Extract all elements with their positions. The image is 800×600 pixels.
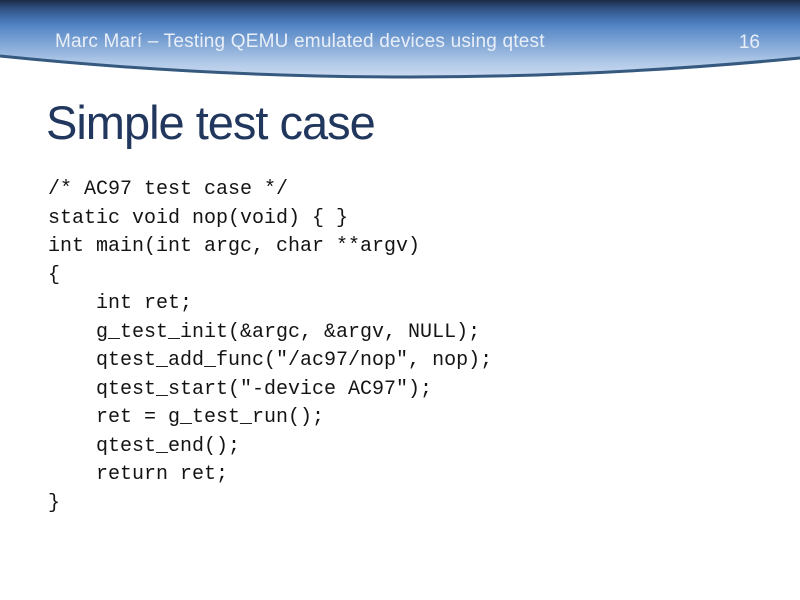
- slide-number: 16: [738, 32, 760, 53]
- slide-header: Marc Marí – Testing QEMU emulated device…: [0, 0, 800, 100]
- code-line: int main(int argc, char **argv): [48, 235, 421, 258]
- code-line: g_test_init(&argc, &argv, NULL);: [48, 320, 481, 344]
- code-line: qtest_end();: [48, 434, 241, 458]
- code-line: /* AC97 test case */: [48, 178, 289, 201]
- code-block: /* AC97 test case */ static void nop(void…: [48, 176, 492, 518]
- code-line: qtest_add_func("/ac97/nop", nop);: [48, 349, 493, 372]
- header-footer-text: Marc Marí – Testing QEMU emulated device…: [55, 31, 545, 52]
- code-line: }: [48, 491, 61, 515]
- code-line: int ret;: [48, 292, 193, 315]
- header-curve-line: [0, 54, 800, 79]
- code-line: qtest_start("-device AC97");: [48, 377, 433, 401]
- slide-title: Simple test case: [46, 96, 376, 149]
- code-line: ret = g_test_run();: [48, 406, 325, 429]
- header-gradient-banner: [0, 0, 800, 79]
- code-line: {: [48, 263, 61, 287]
- code-line: static void nop(void) { }: [48, 206, 349, 230]
- code-line: return ret;: [48, 463, 229, 486]
- header-band-shape: [0, 0, 800, 78]
